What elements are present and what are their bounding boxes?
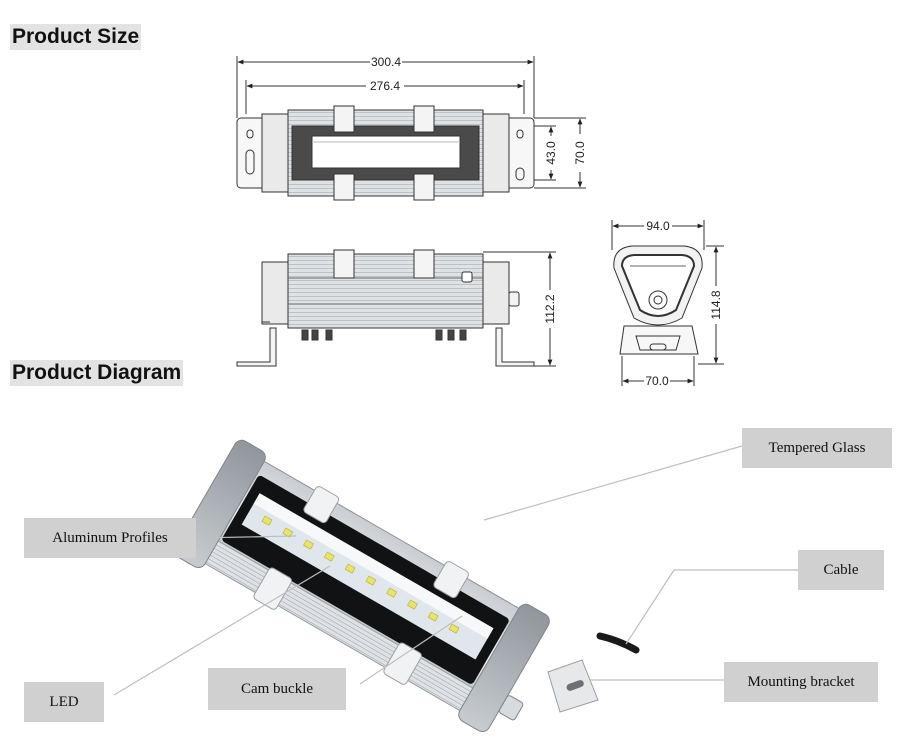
callout-leader-lines (113, 445, 798, 696)
callout-mounting-bracket: Mounting bracket (724, 662, 878, 702)
callout-cam-buckle: Cam buckle (208, 668, 346, 710)
dim-side-height: 112.2 (543, 294, 557, 323)
dim-end-width: 94.0 (646, 219, 670, 233)
end-view-drawing (611, 220, 724, 386)
top-view-drawing (236, 56, 586, 201)
dim-top-width: 70.0 (573, 141, 587, 165)
product-diagram-heading: Product Diagram (10, 360, 184, 386)
callout-aluminum-profiles: Aluminum Profiles (24, 518, 196, 558)
callout-led: LED (24, 682, 104, 722)
side-view-drawing (236, 249, 556, 367)
dim-overall-length: 300.4 (371, 55, 401, 69)
dim-lens-height: 43.0 (544, 141, 558, 165)
dim-end-height: 114.8 (709, 290, 723, 319)
product-illustration (174, 439, 640, 733)
callout-tempered-glass: Tempered Glass (742, 428, 892, 468)
dim-base-width: 70.0 (645, 374, 669, 388)
product-size-heading: Product Size (10, 24, 142, 50)
dim-body-length: 276.4 (370, 79, 400, 93)
callout-cable: Cable (798, 550, 884, 590)
